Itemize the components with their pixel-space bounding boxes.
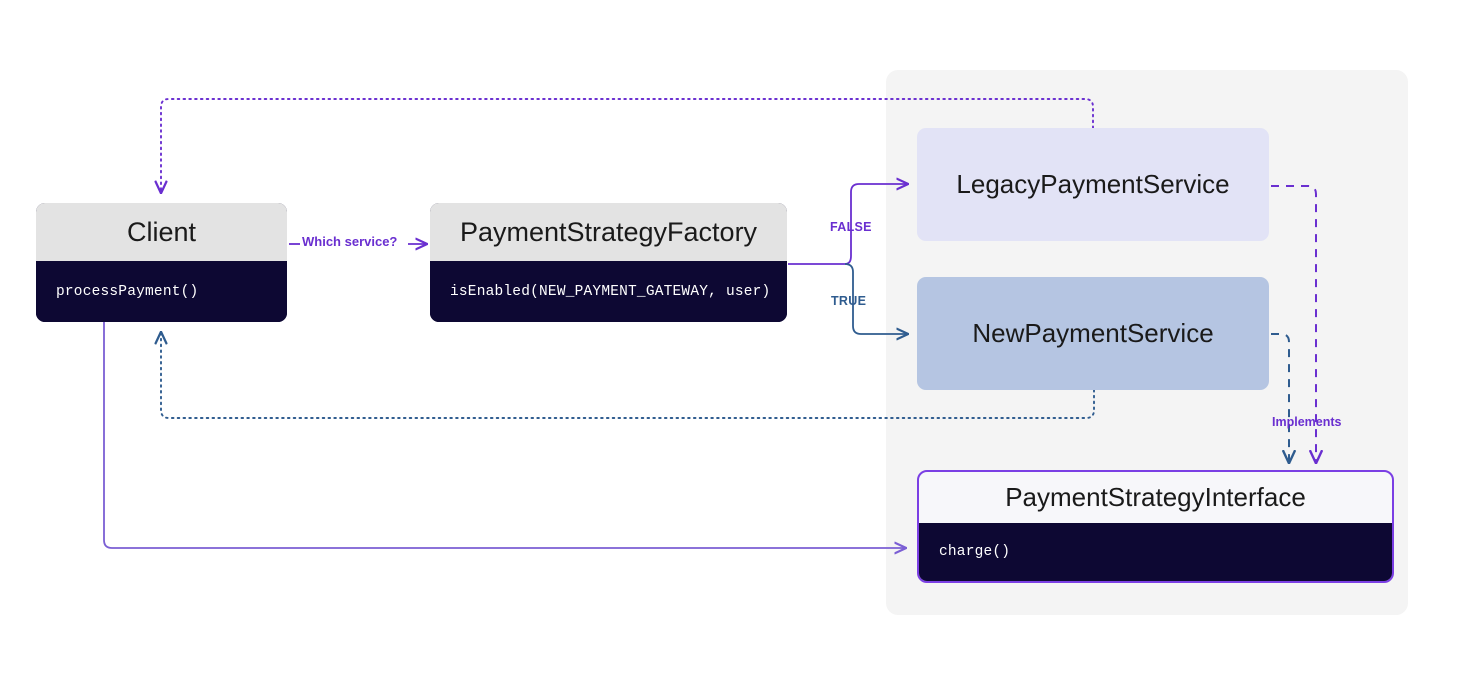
edge-label-false: FALSE (830, 220, 872, 234)
node-interface-header: PaymentStrategyInterface (919, 472, 1392, 523)
edge-label-true: TRUE (831, 294, 867, 308)
node-new-title: NewPaymentService (972, 318, 1214, 348)
node-factory-title: PaymentStrategyFactory (459, 216, 758, 247)
edge-factory-to-legacy (844, 184, 907, 265)
node-payment-strategy-interface[interactable]: PaymentStrategyInterface charge() (917, 470, 1394, 583)
node-factory-method: isEnabled(NEW_PAYMENT_GATEWAY, user) (430, 261, 787, 322)
node-interface-method: charge() (919, 523, 1392, 581)
node-legacy-payment-service[interactable]: LegacyPaymentService (917, 128, 1269, 241)
node-client[interactable]: Client processPayment() (36, 203, 287, 322)
edge-factory-to-new (844, 263, 907, 334)
node-new-payment-service[interactable]: NewPaymentService (917, 277, 1269, 390)
edge-label-implements: Implements (1272, 415, 1342, 429)
node-factory-header: PaymentStrategyFactory (430, 203, 787, 261)
edge-legacy-implements (1271, 185, 1316, 462)
edge-label-which-service: Which service? (302, 234, 398, 249)
node-client-method: processPayment() (36, 261, 287, 322)
node-client-title: Client (126, 216, 197, 247)
edge-new-return-to-client (161, 333, 1095, 419)
edge-legacy-return-to-client (161, 98, 1094, 192)
edge-new-implements (1271, 333, 1289, 462)
edge-client-to-charge (103, 322, 905, 548)
node-legacy-title: LegacyPaymentService (956, 169, 1230, 199)
node-payment-strategy-factory[interactable]: PaymentStrategyFactory isEnabled(NEW_PAY… (430, 203, 787, 322)
node-client-header: Client (36, 203, 287, 261)
node-interface-title: PaymentStrategyInterface (1005, 482, 1306, 512)
